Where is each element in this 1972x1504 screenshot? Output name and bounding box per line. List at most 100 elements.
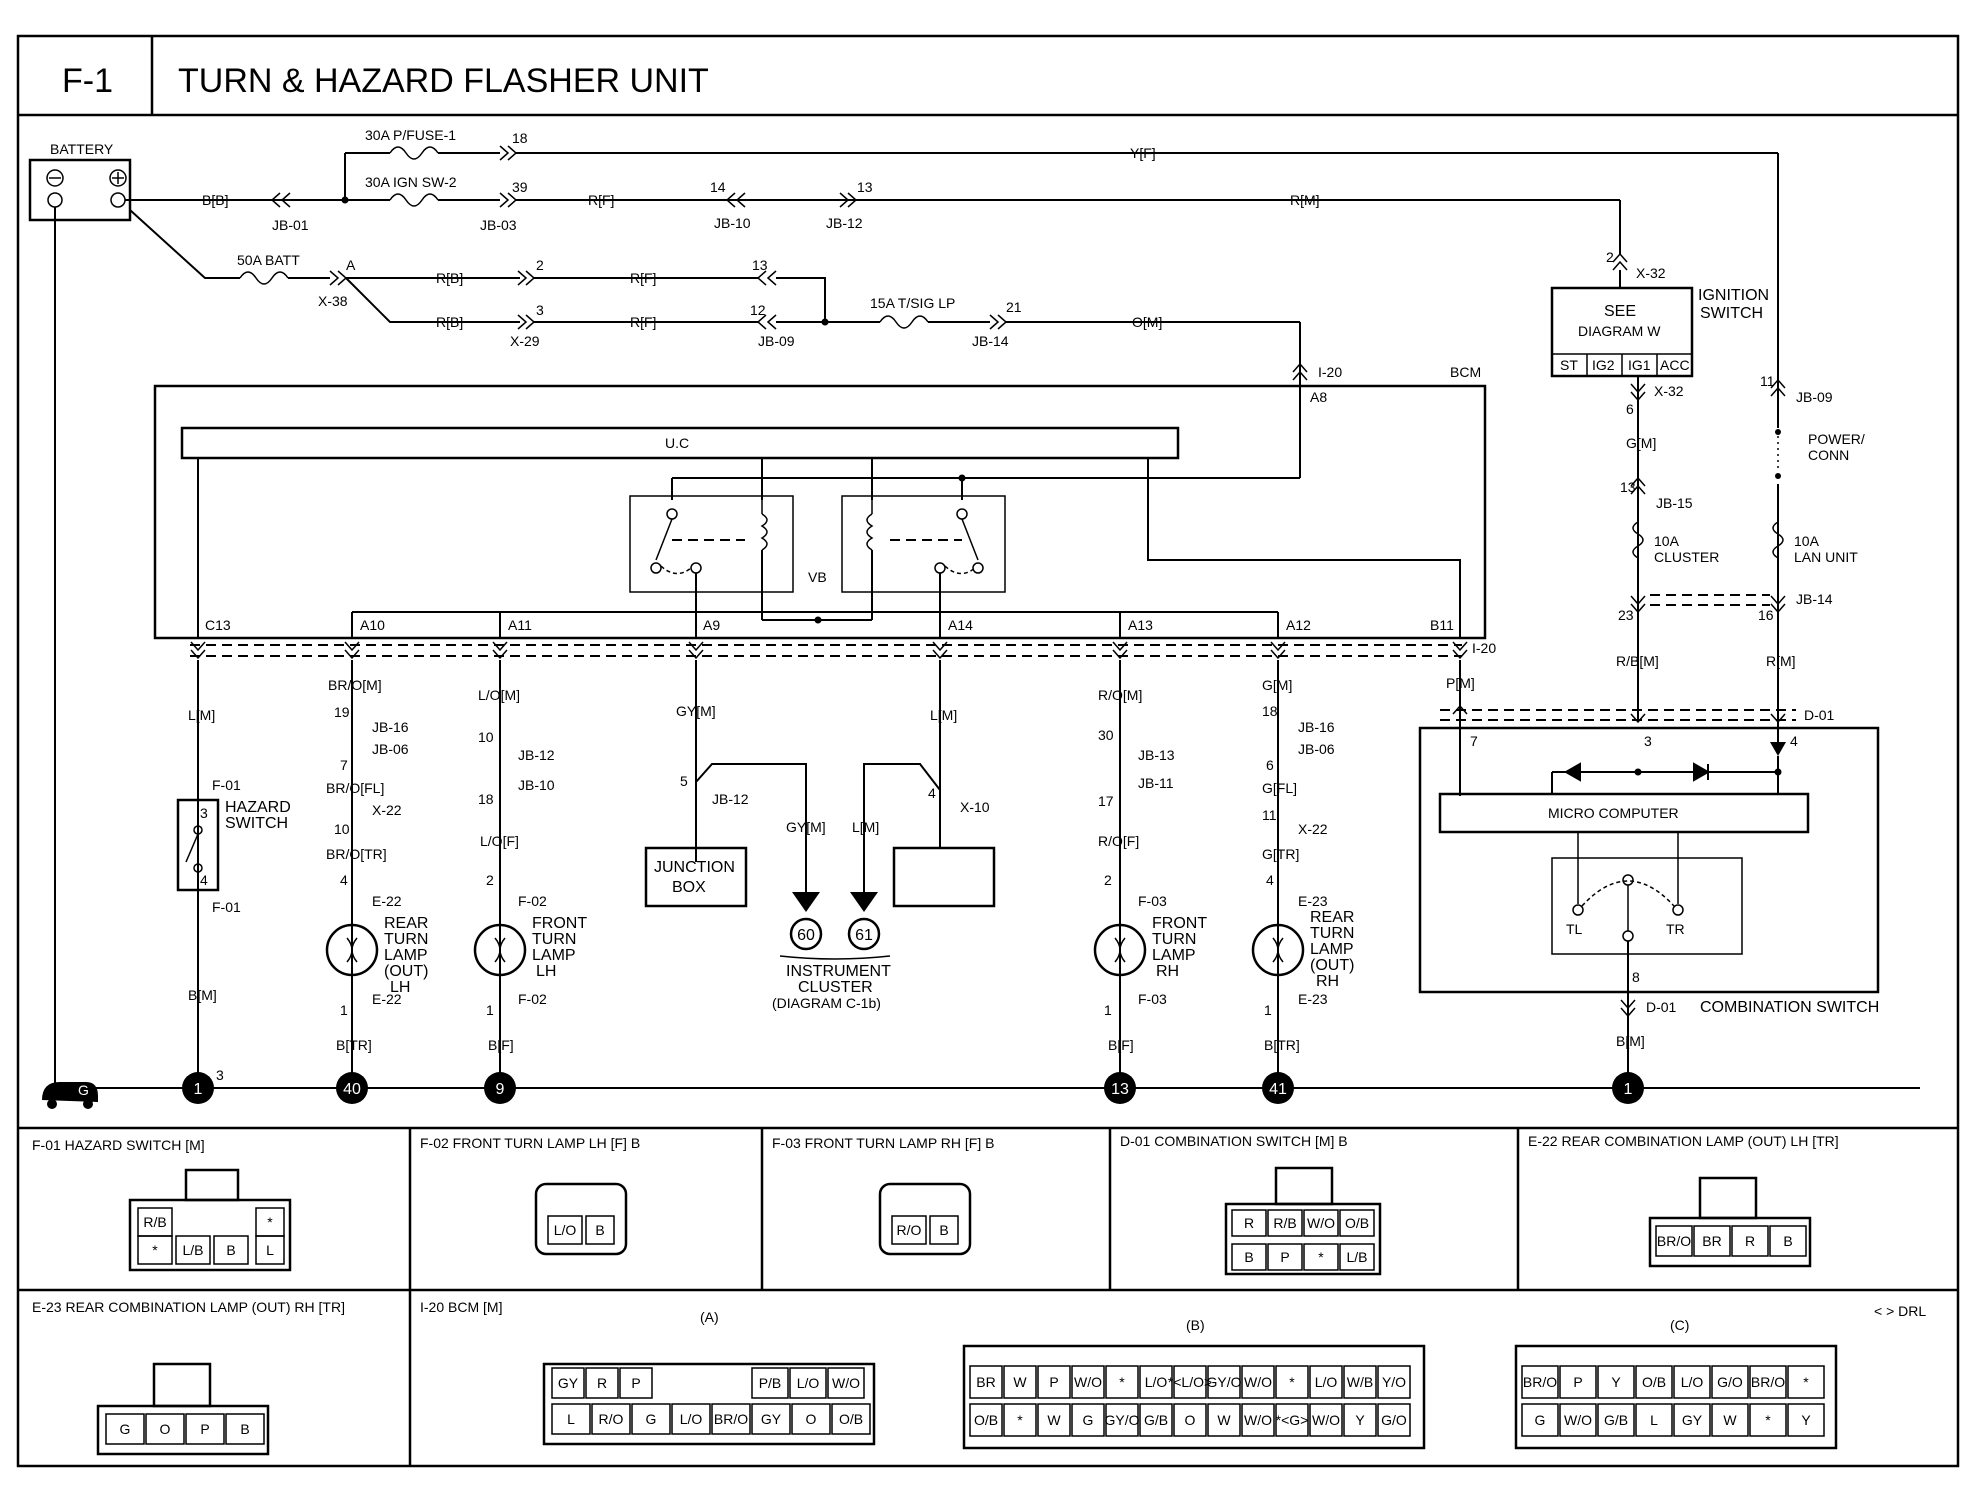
connector-pin [929,1215,959,1245]
connector-pin [1339,1209,1375,1237]
connector-pin [185,1413,225,1445]
connector-pin [255,1235,285,1265]
connector-pin-label: G/O [1381,1412,1407,1428]
fr-jb13: JB-13 [1138,747,1175,763]
connector-pin-label: * [1289,1374,1295,1390]
pin-12: 12 [750,302,766,318]
wire-r-b-2: R[B] [436,314,463,330]
pin-14: 14 [710,179,726,195]
ign-pin-2-top: 2 [1606,249,1614,265]
ign-pin-6: 6 [1626,401,1634,417]
wire-r-m: R[M] [1290,192,1320,208]
rr-jb06: JB-06 [1298,741,1335,757]
wire-g-fl: G[FL] [1262,780,1297,796]
connector-pin-label: G [1535,1412,1546,1428]
connector-pin-label: L/O [554,1222,577,1238]
i20-chevron [492,641,508,660]
fl-f02-bot: F-02 [518,991,547,1007]
connector-pin-label: BR/O [1523,1374,1557,1390]
conn-title-e22: E-22 REAR COMBINATION LAMP (OUT) LH [TR] [1528,1133,1839,1149]
ign-st: ST [1560,357,1578,373]
arrow-60-icon [792,892,820,912]
junction-box [644,846,748,908]
conn-i20c-body [1514,1344,1838,1450]
i20-sub-c: (C) [1670,1317,1689,1333]
connector-pin-label: BR [1702,1233,1721,1249]
connector-pin [1343,1403,1377,1437]
jb12-label: JB-12 [826,215,863,231]
connector-pin [1071,1403,1105,1437]
wire-r-o-m: R/O[M] [1098,687,1142,703]
rl-jb06: JB-06 [372,741,409,757]
i20-chevron [1112,641,1128,660]
hazard-label-1: HAZARD [225,799,291,816]
conn-i20a-body [542,1362,876,1446]
connector-pin-label: G [1083,1412,1094,1428]
connector-pin-label: BR [976,1374,995,1390]
x10-label: X-10 [960,799,990,815]
cluster-label-1: INSTRUMENT [786,963,891,980]
connector-pin-label: Y [1801,1412,1811,1428]
rr-lamp-3: LAMP [1310,941,1354,958]
jb14-label: JB-14 [972,333,1009,349]
connector-pin-label: B [595,1222,604,1238]
connector-pin [1655,1225,1693,1257]
wire-b-b: B[B] [202,192,228,208]
connector-pin-label: L/B [182,1242,203,1258]
cs-pin-4: 4 [1790,733,1798,749]
connector-pin-label: *<L/O> [1168,1374,1212,1390]
connector-pin [1749,1403,1787,1437]
outer-frame [16,34,1960,1468]
ground-number: 40 [343,1081,361,1098]
connector-pin-label: B [1783,1233,1792,1249]
i20-sub-a: (A) [700,1309,719,1325]
connector-pin-label: * [267,1214,273,1230]
connector-pin-label: G/B [1144,1412,1168,1428]
wire-b-m-1: B[M] [188,987,217,1003]
d01-bot: D-01 [1646,999,1677,1015]
connector-pin-label: GY [761,1411,782,1427]
connector-pin-label: * [1765,1412,1771,1428]
connector-pin [1207,1403,1241,1437]
fuse-lan-1: 10A [1794,533,1820,549]
connector-pin-label: * [1119,1374,1125,1390]
rr-x22: X-22 [1298,821,1328,837]
wire-b-tr-2: B[TR] [1264,1037,1300,1053]
connector-pin-label: W/B [1347,1374,1373,1390]
d01-top: D-01 [1804,707,1835,723]
connector-pin [1303,1209,1339,1237]
conn-title-d01: D-01 COMBINATION SWITCH [M] B [1120,1133,1348,1149]
fr-lamp-2: TURN [1152,931,1196,948]
connector-pin-label: B [240,1421,249,1437]
rr-pin-4: 4 [1266,872,1274,888]
x32-top: X-32 [1636,265,1666,281]
connector-pin-label: L/B [1346,1249,1367,1265]
connector-pin-label: * [1017,1412,1023,1428]
connector-pin-label: W/O [1312,1412,1340,1428]
connector-pin [1711,1365,1749,1399]
rl-pin-10: 10 [334,821,350,837]
connector-pin [1787,1403,1825,1437]
power-conn-2: CONN [1808,447,1849,463]
connector-pin-label: W [1013,1374,1027,1390]
connector-pin [591,1403,631,1435]
fuse-lan-2: LAN UNIT [1794,549,1858,565]
connector-pin [1597,1403,1635,1437]
ground-point [336,1072,368,1104]
fr-lamp-1: FRONT [1152,915,1207,932]
conn-i20b-body [962,1344,1426,1450]
connector-pin [1241,1365,1275,1399]
fr-lamp-3: LAMP [1152,947,1196,964]
ground-point [1612,1072,1644,1104]
jb01-label: JB-01 [272,217,309,233]
i20-sub-b: (B) [1186,1317,1205,1333]
rr-e23-bot: E-23 [1298,991,1328,1007]
conn-e23-latch [152,1362,212,1408]
ground-point [484,1072,516,1104]
conn-e22-latch [1698,1176,1758,1220]
connector-pin [1339,1243,1375,1271]
rl-e22-top: E-22 [372,893,402,909]
fr-lamp-4: RH [1156,963,1179,980]
pin-18: 18 [512,130,528,146]
